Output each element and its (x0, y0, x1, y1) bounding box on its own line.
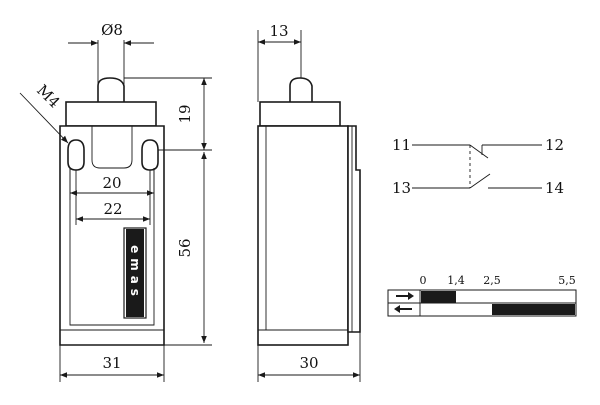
front-view: emas Ø8 M4 19 56 20 22 (19, 21, 212, 382)
brand-logo: emas (128, 245, 142, 301)
front-head-cap (65, 101, 157, 127)
terminal-12: 12 (545, 136, 564, 154)
dim-total-width: 31 (102, 354, 121, 372)
travel-label-0: 0 (420, 274, 427, 287)
dim-hole-spacing: 22 (103, 200, 122, 218)
dim-plunger-offset: 13 (269, 22, 288, 40)
dim-plunger-diameter: Ø8 (101, 21, 123, 39)
travel-diagram: 0 1,4 2,5 5,5 (387, 274, 577, 317)
mounting-hole-left (67, 139, 85, 171)
front-plunger (97, 77, 125, 104)
side-rear-step (347, 125, 361, 333)
contact-diagram: 11 12 13 14 (392, 136, 564, 197)
terminal-14: 14 (545, 179, 564, 197)
dim-head-height: 19 (176, 104, 194, 123)
dim-body-height: 56 (176, 238, 194, 257)
dim-inner-width: 20 (102, 174, 121, 192)
travel-no-closed (492, 304, 575, 315)
side-body (257, 125, 349, 346)
direction-arrows (394, 292, 414, 313)
terminal-11: 11 (392, 136, 411, 154)
front-inner-recess (91, 126, 133, 169)
travel-label-1: 1,4 (447, 274, 465, 287)
side-plunger (289, 77, 313, 104)
front-inner-frame (69, 160, 155, 326)
mounting-hole-right (141, 139, 159, 171)
travel-label-3: 5,5 (558, 274, 576, 287)
side-view: 13 30 (257, 22, 361, 382)
dim-depth: 30 (299, 354, 318, 372)
side-head-cap (259, 101, 341, 127)
dim-thread: M4 (33, 81, 63, 111)
travel-nc-closed (421, 291, 456, 303)
terminal-13: 13 (392, 179, 411, 197)
travel-label-2: 2,5 (483, 274, 501, 287)
